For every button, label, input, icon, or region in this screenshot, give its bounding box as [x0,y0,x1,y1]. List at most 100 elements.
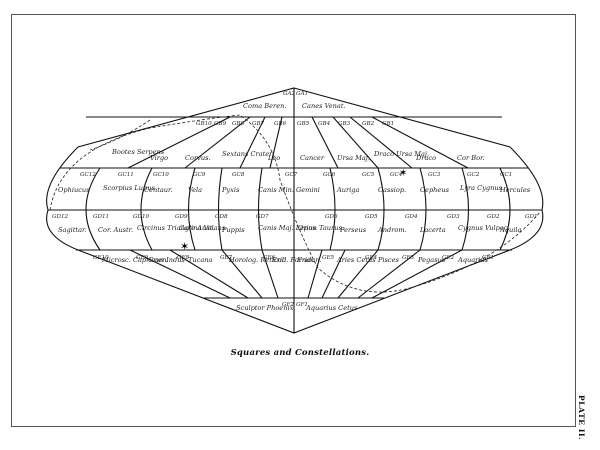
constellation-label: Draco Ursa Maj. [373,150,429,158]
svg-text:GD2: GD2 [487,214,500,220]
constellation-label: Cygnus Vulpec. [458,224,510,232]
constellation-label: Aries Cetus [336,256,376,264]
constellation-label: Bootes Serpens [111,148,165,156]
svg-text:GF1: GF1 [296,302,308,308]
constellation-label: Sagittar. [58,226,87,234]
svg-text:GE3: GE3 [402,255,415,261]
constellation-label: Coma Beren. [243,102,286,110]
svg-text:GE10: GE10 [93,255,109,261]
constellation-label: Vela [188,186,202,194]
constellation-label: Androm. [377,226,407,234]
constellation-label: Eridan. [296,256,322,264]
constellation-label: Gemini [296,186,320,194]
svg-text:GD6: GD6 [325,214,338,220]
svg-text:GA1: GA1 [296,91,308,97]
constellation-label: Sculptor Phoenix [236,304,294,312]
svg-text:GD9: GD9 [175,214,188,220]
svg-text:GC2: GC2 [467,172,480,178]
constellation-label: Aquarius [457,256,489,264]
svg-text:GD11: GD11 [93,214,109,220]
svg-text:GE1: GE1 [482,255,494,261]
star-marker: ✶ [180,240,189,253]
svg-text:GC9: GC9 [193,172,206,178]
svg-text:GC4: GC4 [390,172,403,178]
constellation-label: Canis Maj. Lepus [258,224,316,232]
constellation-label: Hercules [499,186,531,194]
constellation-label: Aquila [499,226,521,234]
constellation-label: Cancer [300,154,325,162]
svg-text:GD4: GD4 [405,214,418,220]
svg-text:GF2: GF2 [282,302,294,308]
svg-text:GA2: GA2 [283,91,296,97]
plate-frame [11,14,576,427]
svg-text:GC7: GC7 [285,172,298,178]
constellation-label: Centaur. [144,186,173,194]
svg-text:GD8: GD8 [215,214,228,220]
svg-text:GB8: GB8 [232,121,245,127]
svg-text:GB6: GB6 [274,121,287,127]
constellation-label: Grus Indus [148,256,185,264]
svg-text:GE5: GE5 [322,255,335,261]
svg-text:GE9: GE9 [136,255,149,261]
svg-text:GE6: GE6 [263,255,276,261]
svg-text:GC3: GC3 [428,172,441,178]
constellation-label: Circinus Triangle Aust. [137,224,214,232]
svg-text:GC10: GC10 [153,172,169,178]
constellation-label: Pyxis [221,186,240,194]
constellation-label: Virgo [150,154,168,162]
svg-text:GC1: GC1 [500,172,512,178]
constellation-label: Corvus. [185,154,211,162]
svg-text:GC12: GC12 [80,172,96,178]
constellation-label: Microsc. Capricorn. [101,256,169,264]
constellation-label: Draco [415,154,436,162]
constellation-label: Tucana [188,256,213,264]
constellation-label: Pegasus [417,256,446,264]
svg-text:GE7: GE7 [220,255,233,261]
constellation-label: Puppis [221,226,245,234]
svg-text:GC5: GC5 [362,172,375,178]
svg-text:GD5: GD5 [365,214,378,220]
svg-text:GC6: GC6 [323,172,336,178]
constellation-label: Lacerta [419,226,446,234]
constellation-label: Orion Taurus. [298,224,344,232]
constellation-label: Lyra Cygnus [459,184,503,192]
svg-text:GB3: GB3 [338,121,351,127]
constellation-label: Pisces [377,256,400,264]
svg-text:GC8: GC8 [232,172,245,178]
constellation-label: Carina Volans [179,224,226,232]
figure-caption: Squares and Constellations. [230,348,370,358]
constellation-label: Cor Bor. [457,154,485,162]
svg-text:GB5: GB5 [297,121,310,127]
svg-text:GD12: GD12 [52,214,69,220]
plate-label: PLATE II. [577,395,586,441]
constellation-label: Erid. Fornax [271,256,314,264]
svg-text:GE2: GE2 [442,255,455,261]
constellation-label: Ursa Maj. [337,154,370,162]
constellation-label: Cor. Austr. [98,226,133,234]
svg-text:GB1: GB1 [382,121,394,127]
constellation-label: Perseus [339,226,367,234]
svg-text:GE8: GE8 [177,255,190,261]
svg-text:GD1: GD1 [525,214,538,220]
svg-text:GD7: GD7 [256,214,269,220]
constellation-label: Horolog. Reticul. [228,256,286,264]
constellation-label: Aquarius Cetus [305,304,358,312]
constellation-label: Canes Venat. [302,102,346,110]
constellation-label: Cassiop. [378,186,406,194]
svg-text:GD10: GD10 [133,214,150,220]
constellation-label: Scorpius Lupus [103,184,155,192]
constellation-label: Canis Min. [258,186,294,194]
svg-text:GE4: GE4 [365,255,378,261]
star-marker: ✶ [399,168,407,179]
dashed-curve [49,114,541,293]
constellation-label: Ophiucus [58,186,90,194]
constellation-label: Cepheus [420,186,450,194]
constellation-label: Sextans Crater [222,150,273,158]
svg-text:GB4: GB4 [318,121,331,127]
constellation-label: Leo [267,154,280,162]
svg-text:GB7: GB7 [252,121,265,127]
svg-text:GB10: GB10 [196,121,212,127]
constellation-label: Auriga [336,186,359,194]
svg-text:GC11: GC11 [118,172,134,178]
